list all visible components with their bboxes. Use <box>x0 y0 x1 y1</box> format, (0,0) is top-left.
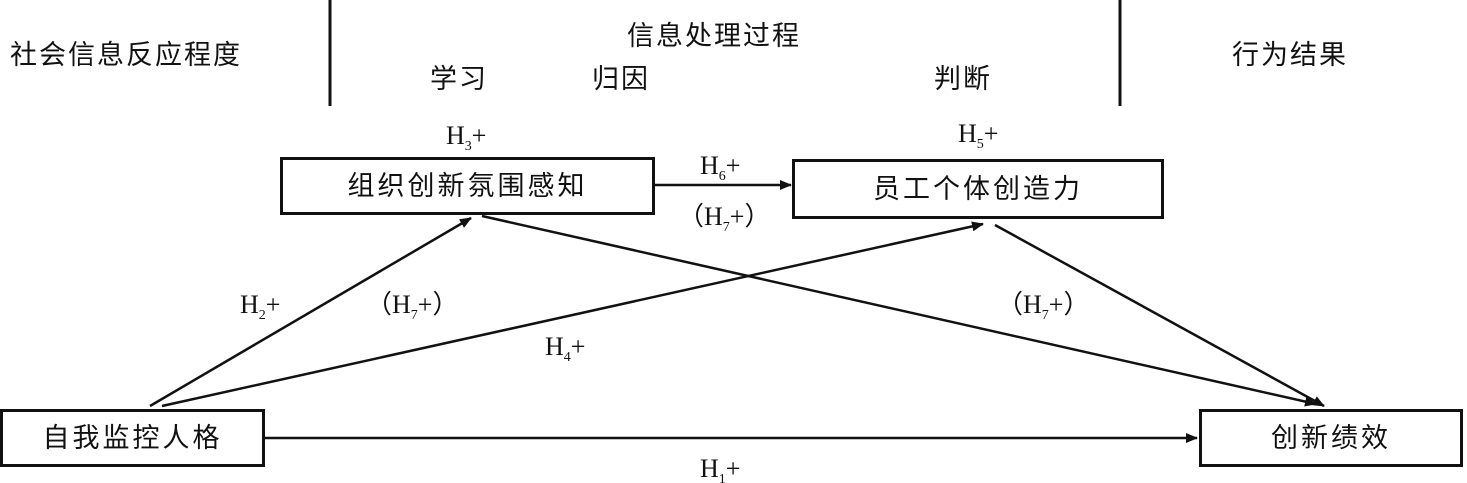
label-h2: H2+ <box>240 290 281 323</box>
node-innovation-performance: 创新绩效 <box>1199 409 1463 467</box>
header-stage-judgment: 判断 <box>934 64 992 95</box>
header-center-title: 信息处理过程 <box>627 21 801 52</box>
header-right-title: 行为结果 <box>1232 40 1348 71</box>
edge-h2-self-monitoring-to-climate <box>149 216 472 408</box>
label-h4: H4+ <box>545 332 586 365</box>
node-self-monitoring-label: 自我监控人格 <box>42 422 223 454</box>
header-left-title: 社会信息反应程度 <box>10 40 242 71</box>
node-employee-creativity: 员工个体创造力 <box>792 159 1164 219</box>
edge-h3-climate-to-innovation <box>481 214 1317 407</box>
label-h7-right: （H7+） <box>997 290 1090 323</box>
label-h7-top: （H7+） <box>678 202 771 235</box>
node-climate-perception: 组织创新氛围感知 <box>280 157 655 215</box>
node-innovation-label: 创新绩效 <box>1271 422 1391 454</box>
label-h5: H5+ <box>958 119 999 152</box>
node-creativity-label: 员工个体创造力 <box>873 173 1083 205</box>
label-h1: H1+ <box>700 454 741 483</box>
header-stage-learning: 学习 <box>430 64 488 95</box>
node-climate-label: 组织创新氛围感知 <box>347 170 588 202</box>
edge-h4-self-monitoring-to-creativity <box>161 221 984 408</box>
edge-h5-creativity-to-innovation <box>994 223 1325 408</box>
label-h7-left: （H7+） <box>366 290 459 323</box>
label-h3: H3+ <box>446 121 487 154</box>
node-self-monitoring: 自我监控人格 <box>0 409 265 467</box>
header-stage-attribution: 归因 <box>592 64 650 95</box>
label-h6: H6+ <box>700 151 741 184</box>
